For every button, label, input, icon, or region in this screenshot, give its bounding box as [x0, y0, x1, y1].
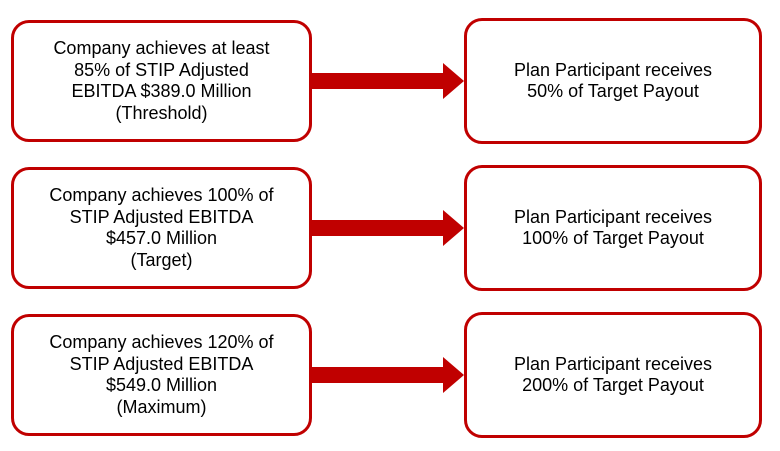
diagram-row-threshold: Company achieves at least 85% of STIP Ad… [0, 18, 780, 144]
result-box-target: Plan Participant receives 100% of Target… [464, 165, 762, 291]
arrow-head [443, 63, 464, 99]
condition-box-target: Company achieves 100% of STIP Adjusted E… [11, 167, 312, 289]
condition-box-maximum: Company achieves 120% of STIP Adjusted E… [11, 314, 312, 436]
result-box-maximum: Plan Participant receives 200% of Target… [464, 312, 762, 438]
right-arrow-icon [312, 357, 464, 393]
arrow-shaft [312, 73, 443, 89]
diagram-row-target: Company achieves 100% of STIP Adjusted E… [0, 165, 780, 291]
arrow-head [443, 357, 464, 393]
arrow-shaft [312, 367, 443, 383]
right-arrow-icon [312, 63, 464, 99]
condition-box-threshold: Company achieves at least 85% of STIP Ad… [11, 20, 312, 142]
result-box-threshold: Plan Participant receives 50% of Target … [464, 18, 762, 144]
diagram-row-maximum: Company achieves 120% of STIP Adjusted E… [0, 312, 780, 438]
right-arrow-icon [312, 210, 464, 246]
arrow-shaft [312, 220, 443, 236]
arrow-head [443, 210, 464, 246]
